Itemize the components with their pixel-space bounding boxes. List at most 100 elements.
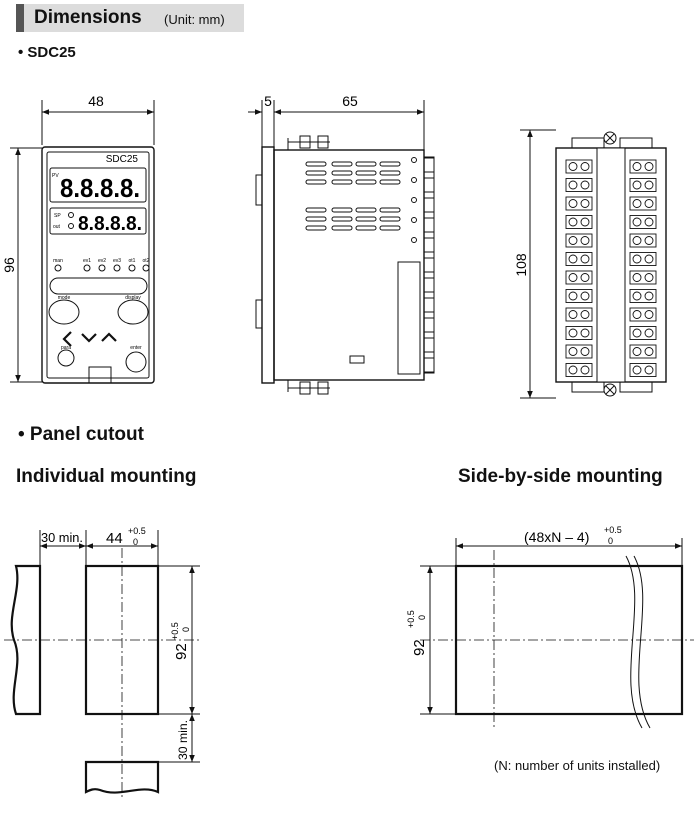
sbs-height-tol-bottom: 0 — [417, 615, 427, 620]
terminal-cell — [629, 196, 657, 211]
led-label-ev1: ev1 — [83, 258, 91, 264]
terminal-cell — [629, 289, 657, 303]
terminal-screw — [568, 217, 578, 227]
header-unit: (Unit: mm) — [164, 12, 225, 27]
sbs-width-tol-bottom: 0 — [608, 536, 613, 546]
terminal-cell — [629, 252, 657, 266]
led-label-man: man — [53, 258, 63, 264]
terminal-screw — [644, 217, 654, 227]
vent-slot — [379, 225, 401, 231]
terminal-screw — [411, 237, 417, 243]
terminal-screw — [644, 236, 654, 245]
terminal-screw — [580, 273, 590, 282]
terminal-screw — [580, 162, 590, 171]
vent-slot — [379, 179, 401, 185]
terminal-screw — [644, 199, 654, 208]
led-label-ev3: ev3 — [113, 258, 121, 264]
para-label: para — [61, 345, 71, 351]
vent-slot — [379, 170, 401, 176]
sp-label: SP — [54, 213, 61, 219]
terminal-screw — [644, 365, 654, 375]
terminal-screw — [644, 347, 654, 356]
rear-terminal-blocks — [565, 159, 657, 377]
side-view — [248, 100, 435, 395]
terminal-tab — [423, 297, 435, 313]
model-label: • SDC25 — [18, 44, 76, 61]
terminal-cell — [565, 159, 593, 174]
vent-slot — [355, 179, 377, 185]
vent-slot — [331, 179, 353, 185]
enter-label: enter — [130, 345, 142, 351]
terminal-screw — [632, 162, 642, 171]
terminal-cell — [565, 326, 593, 340]
terminal-screw — [632, 217, 642, 227]
terminal-screw — [632, 347, 642, 356]
terminal-screw — [568, 328, 578, 338]
sp-digits: 8.8.8.8. — [78, 213, 142, 235]
terminal-cell — [565, 363, 593, 377]
terminal-screw — [632, 254, 642, 264]
header-title: Dimensions — [34, 7, 142, 28]
terminal-cell — [565, 344, 593, 359]
terminal-screw — [632, 180, 642, 190]
side-terminal-screws — [411, 157, 435, 373]
terminal-screw — [632, 236, 642, 245]
vent-slot — [331, 216, 353, 222]
sbs-height-tol-top: +0.5 — [406, 610, 416, 628]
terminal-screw — [644, 328, 654, 338]
terminal-cell — [629, 363, 657, 377]
terminal-screw — [632, 310, 642, 319]
terminal-tab — [423, 177, 435, 193]
side-left-label: 5 — [264, 93, 272, 109]
terminal-screw — [411, 197, 417, 203]
panel-cutout-title: • Panel cutout — [18, 424, 144, 445]
terminal-tab — [423, 217, 435, 233]
terminal-screw — [580, 347, 590, 356]
vent-slot — [305, 161, 327, 167]
side-by-side-mounting-title: Side-by-side mounting — [458, 466, 663, 487]
sbs-width-label: (48xN – 4) — [524, 529, 589, 545]
terminal-screw — [632, 199, 642, 208]
terminal-cell — [565, 215, 593, 229]
side-depth-label: 65 — [342, 93, 358, 109]
terminal-tab — [423, 237, 435, 253]
vent-slot — [305, 179, 327, 185]
terminal-cell — [629, 233, 657, 248]
terminal-cell — [565, 252, 593, 266]
out-label: out — [53, 224, 61, 230]
indiv-vspacing-label: 30 min. — [176, 720, 190, 760]
indiv-width-label: 44 — [106, 530, 123, 547]
section-header: Dimensions (Unit: mm) — [16, 4, 244, 32]
sbs-width-tol-top: +0.5 — [604, 525, 622, 535]
terminal-cell — [565, 270, 593, 285]
terminal-tab — [423, 277, 435, 293]
vent-slot — [331, 170, 353, 176]
vent-slot — [305, 170, 327, 176]
terminal-screw — [580, 328, 590, 338]
terminal-cell — [629, 178, 657, 192]
terminal-screw — [568, 291, 578, 301]
terminal-screw — [568, 365, 578, 375]
terminal-screw — [632, 365, 642, 375]
front-view — [10, 100, 155, 384]
led-label-ot1: ot1 — [129, 258, 136, 264]
indiv-spacing-label: 30 min. — [41, 530, 83, 545]
vent-slot — [331, 207, 353, 213]
vent-slot — [355, 170, 377, 176]
terminal-screw — [568, 162, 578, 171]
vent-slot — [331, 161, 353, 167]
terminal-cell — [629, 215, 657, 229]
terminal-cell — [565, 196, 593, 211]
terminal-screw — [568, 236, 578, 245]
led-label-ev2: ev2 — [98, 258, 106, 264]
terminal-screw — [580, 217, 590, 227]
vent-slot — [379, 216, 401, 222]
terminal-screw — [580, 310, 590, 319]
vent-slot — [355, 225, 377, 231]
terminal-screw — [644, 291, 654, 301]
front-height-label: 96 — [1, 257, 17, 273]
units-note: (N: number of units installed) — [494, 758, 661, 773]
individual-cutout — [4, 530, 200, 800]
terminal-screw — [580, 291, 590, 301]
